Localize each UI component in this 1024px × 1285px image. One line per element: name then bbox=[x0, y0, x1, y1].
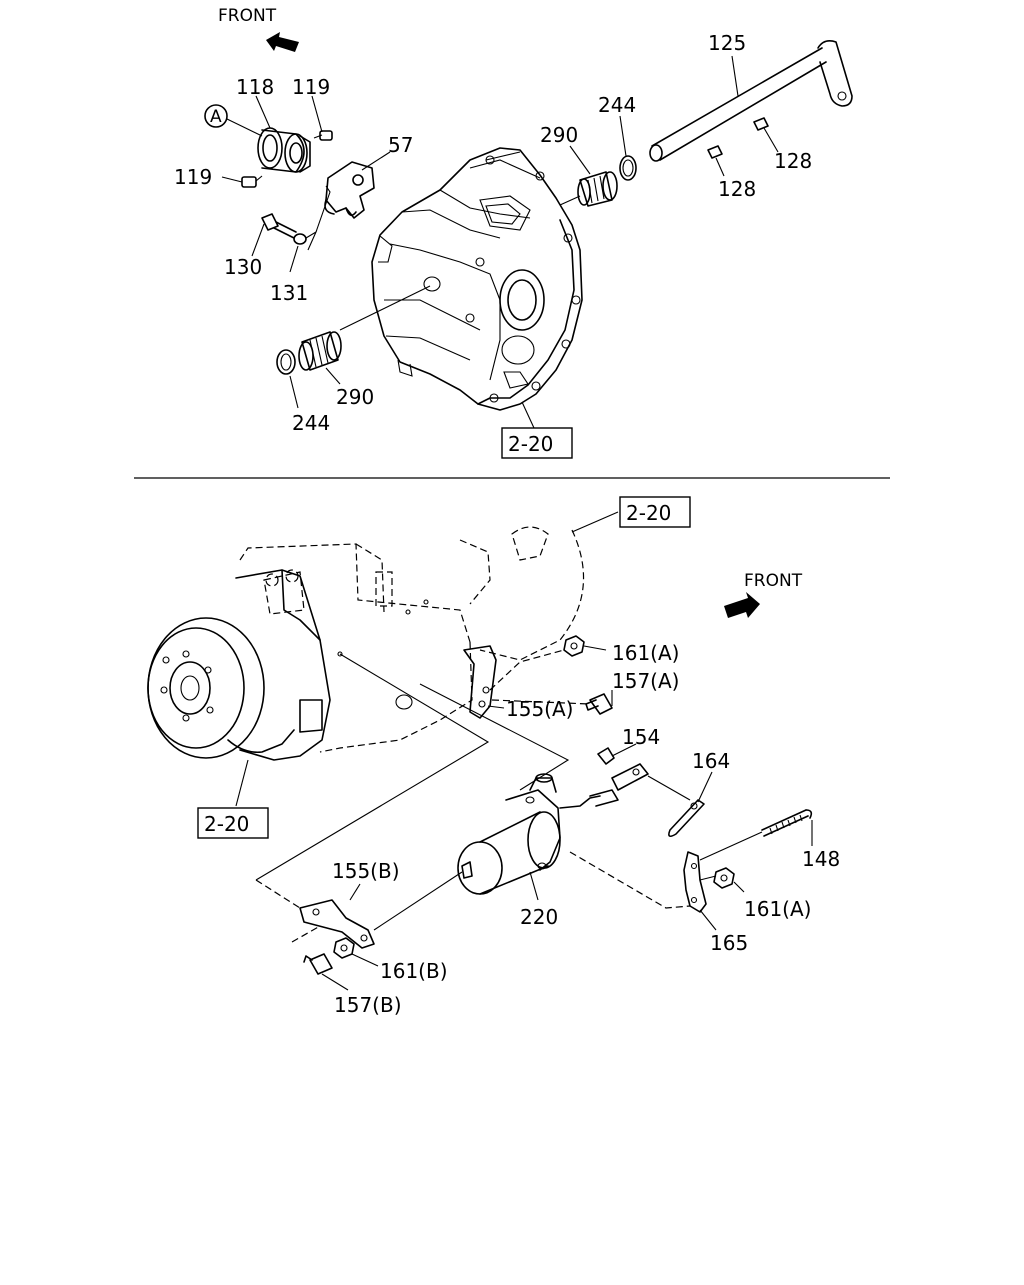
bolt-157b bbox=[303, 953, 333, 975]
label-128-left: 128 bbox=[718, 177, 756, 201]
needle-bearing-290-top bbox=[577, 171, 618, 207]
bracket-165 bbox=[683, 851, 707, 913]
label-161b: 161(B) bbox=[380, 959, 448, 983]
washer-131 bbox=[293, 233, 307, 245]
callout-circle-a bbox=[204, 104, 228, 128]
label-244-top: 244 bbox=[598, 93, 636, 117]
label-161a-bottom: 161(A) bbox=[744, 897, 811, 921]
bolt-119-left bbox=[241, 175, 263, 188]
label-157b: 157(B) bbox=[334, 993, 402, 1017]
ref-box-lower-top bbox=[619, 496, 691, 528]
key-128-left bbox=[707, 145, 723, 159]
needle-bearing-290-bottom bbox=[298, 331, 342, 371]
label-155a: 155(A) bbox=[506, 697, 573, 721]
nut-161b bbox=[333, 937, 355, 959]
bracket-155a bbox=[463, 645, 497, 719]
label-157a: 157(A) bbox=[612, 669, 679, 693]
slave-cylinder-220 bbox=[457, 773, 619, 895]
oil-seal-244-top bbox=[619, 155, 637, 181]
lever-164 bbox=[668, 799, 705, 838]
label-165: 165 bbox=[710, 931, 748, 955]
label-290-top: 290 bbox=[540, 123, 578, 147]
label-161a-top: 161(A) bbox=[612, 641, 679, 665]
bolt-130 bbox=[261, 213, 297, 239]
label-125: 125 bbox=[708, 31, 746, 55]
nut-161a-top bbox=[563, 635, 585, 657]
label-130: 130 bbox=[224, 255, 262, 279]
label-119-left: 119 bbox=[174, 165, 212, 189]
front-arrow-icon-bottom bbox=[724, 592, 760, 618]
label-119-top: 119 bbox=[292, 75, 330, 99]
bracket-155b bbox=[299, 899, 375, 949]
clevis-154 bbox=[597, 747, 649, 791]
label-148: 148 bbox=[802, 847, 840, 871]
release-shaft-125 bbox=[649, 40, 853, 162]
lower-exploded-view: FRONT bbox=[147, 496, 840, 1017]
bolt-157a bbox=[585, 693, 613, 715]
release-fork-57 bbox=[324, 161, 375, 219]
label-154: 154 bbox=[622, 725, 660, 749]
callout-circle-a-label: A bbox=[210, 107, 222, 127]
clutch-housing bbox=[371, 147, 583, 411]
upper-exploded-view: FRONT A bbox=[174, 6, 853, 459]
return-spring-148 bbox=[761, 809, 813, 837]
label-290-bottom: 290 bbox=[336, 385, 374, 409]
label-131: 131 bbox=[270, 281, 308, 305]
ref-box-upper bbox=[501, 427, 573, 459]
release-bearing-118 bbox=[257, 127, 311, 173]
front-label-bottom: FRONT bbox=[744, 571, 803, 591]
nut-161a-bottom bbox=[713, 867, 735, 889]
label-244-bottom: 244 bbox=[292, 411, 330, 435]
label-220: 220 bbox=[520, 905, 558, 929]
label-164: 164 bbox=[692, 749, 730, 773]
ref-box-upper-label: 2-20 bbox=[508, 432, 553, 456]
ref-box-lower-left bbox=[197, 807, 269, 839]
label-155b: 155(B) bbox=[332, 859, 400, 883]
label-57: 57 bbox=[388, 133, 413, 157]
label-128-right: 128 bbox=[774, 149, 812, 173]
bolt-119-top bbox=[313, 130, 333, 141]
front-arrow-icon-top bbox=[266, 32, 299, 52]
ref-box-lower-top-label: 2-20 bbox=[626, 501, 671, 525]
key-128-right bbox=[753, 117, 769, 131]
oil-seal-244-bottom bbox=[276, 349, 296, 375]
front-label-top: FRONT bbox=[218, 6, 277, 26]
transmission-assembly bbox=[147, 526, 585, 761]
label-118: 118 bbox=[236, 75, 274, 99]
ref-box-lower-left-label: 2-20 bbox=[204, 812, 249, 836]
